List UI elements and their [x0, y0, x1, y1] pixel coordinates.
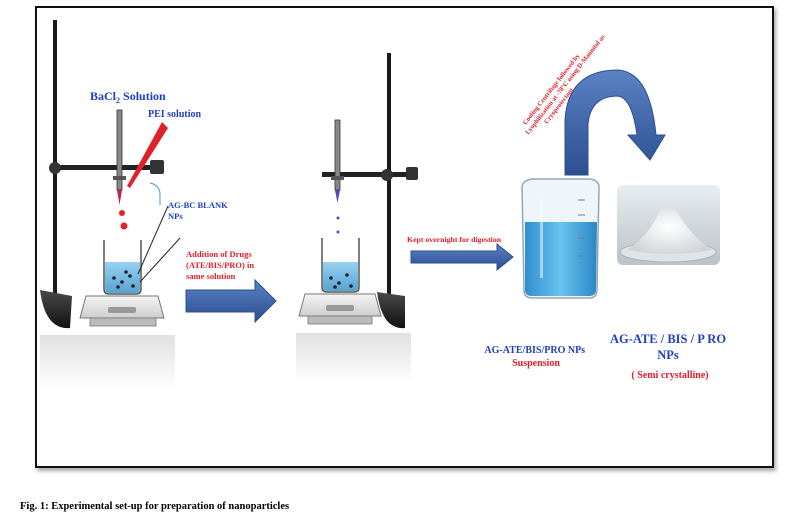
product-label: AG-ATE / BIS / P RO NPs ( Semi crystalli… [610, 330, 730, 381]
blank-np-label: AG-BC BLANK NPs [168, 200, 230, 221]
blank-np-bracket [150, 183, 160, 205]
pei-label: PEI solution [148, 109, 202, 120]
powder-photo [617, 185, 720, 265]
arrow-step-1 [186, 280, 276, 322]
apparatus-2 [296, 53, 418, 383]
stand-base-2 [377, 292, 405, 328]
bacl2-label: BaCl2 Solution [90, 89, 166, 105]
addition-label: Addition of Drugs (ATE/BIS/PRO) in same … [186, 249, 256, 281]
pei-pipette [127, 122, 168, 188]
apparatus-1 [40, 20, 180, 390]
suspension-beaker [522, 179, 599, 298]
drop [119, 210, 125, 216]
arrow-curved [565, 70, 665, 175]
stand-base-1 [40, 290, 72, 328]
figure-caption: Fig. 1: Experimental set-up for preparat… [20, 501, 289, 512]
suspension-label: AG-ATE/BIS/PRO NPs Suspension [484, 345, 587, 369]
clamp-bar-1 [50, 165, 150, 170]
arrow-step-2 [411, 244, 513, 270]
stand-rod-1 [53, 20, 57, 300]
drop [121, 223, 128, 230]
kept-overnight-label: Kept overnight for digestion [407, 235, 502, 244]
